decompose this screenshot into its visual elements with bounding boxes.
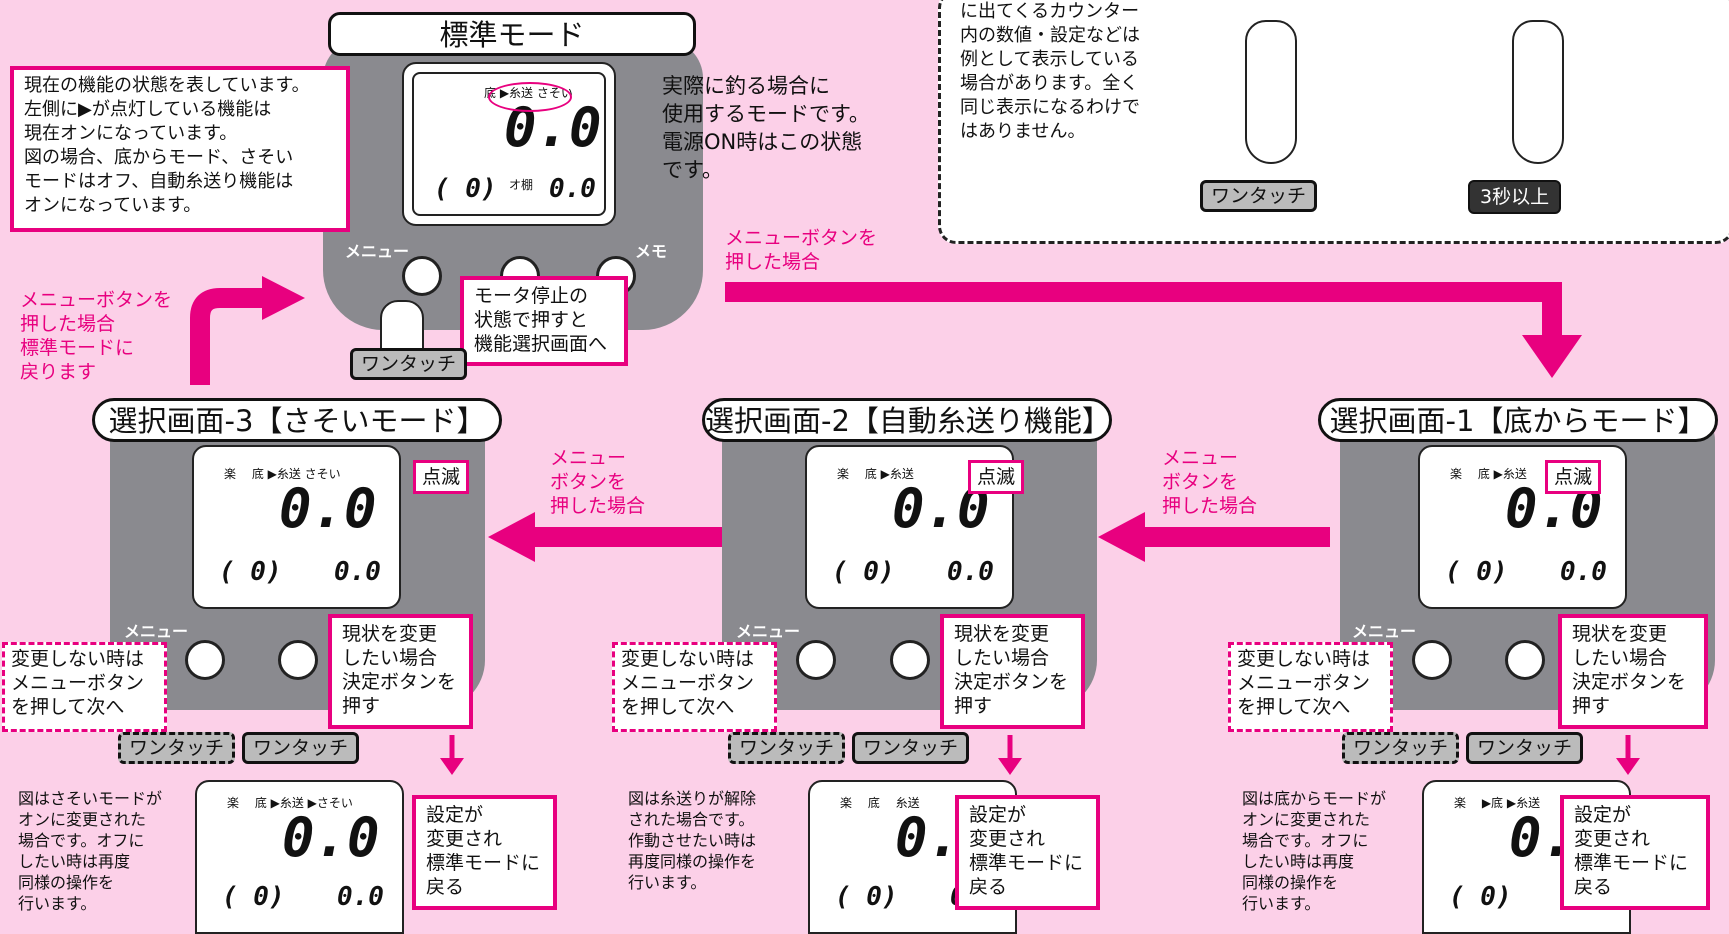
screen2-blink-label: 点滅 (968, 460, 1025, 494)
screen1-small-left: ( 0) (1445, 557, 1508, 587)
legend-hand-icon-2 (1512, 20, 1564, 164)
screen1-result-box: 設定が変更され標準モードに戻る (1560, 795, 1710, 910)
screen2-one-touch-1: ワンタッチ (728, 732, 846, 764)
screen2-result-box: 設定が変更され標準モードに戻る (955, 795, 1100, 910)
screen3-result-small-left: ( 0) (222, 882, 285, 912)
screen3-result-indicators: 楽 底 ▶糸送 ▶さそい (227, 796, 353, 810)
indicator-highlight (488, 82, 572, 112)
screen2-menu-button[interactable] (796, 640, 836, 680)
arrowhead-right (262, 276, 305, 320)
screen2-small-left: ( 0) (832, 557, 895, 587)
screen1-set-button[interactable] (1505, 640, 1545, 680)
screen3-big-digits: 0.0 (279, 477, 377, 540)
arrow-label-back: メニューボタンを押した場合標準モードに戻ります (20, 289, 173, 383)
screen3-title: 選択画面-3【さそいモード】 (92, 398, 502, 442)
screen2-menu-label: メニュー (736, 622, 801, 641)
legend-one-touch-tag: ワンタッチ (1200, 180, 1318, 212)
screen2-small-right: 0.0 (947, 557, 994, 587)
arrow-label-1to2: メニューボタンを押した場合 (1162, 447, 1258, 517)
arrow-back-to-standard (190, 288, 268, 385)
screen3-small-left: ( 0) (219, 557, 282, 587)
screen2-lcd-indicators: 楽 底 ▶糸送 (837, 467, 914, 481)
screen2-result-small-left: ( 0) (835, 882, 898, 912)
screen1-lcd-indicators: 楽 底 ▶糸送 (1450, 467, 1527, 481)
arrowhead-left-2 (488, 512, 535, 562)
lcd-small-left: ( 0) (434, 174, 497, 204)
screen3-lcd: 楽 底 ▶糸送 さそい 0.0 ( 0) 0.0 (192, 445, 401, 609)
standard-lcd: 底 ▶糸送 さそい 0.0 ( 0) オ棚 0.0 (402, 62, 616, 226)
screen2-title: 選択画面-2【自動糸送り機能】 (702, 398, 1112, 442)
screen3-result-lcd: 楽 底 ▶糸送 ▶さそい 0.0 ( 0) 0.0 (195, 780, 404, 934)
screen3-result-box: 設定が変更され標準モードに戻る (412, 795, 557, 910)
screen1-one-touch-2: ワンタッチ (1466, 732, 1584, 764)
legend-text: に出てくるカウンター内の数値・設定などは例として表示している場合があります。全く… (960, 1, 1140, 142)
lcd-small-mid: オ棚 (509, 178, 534, 192)
screen1-note: 図は底からモードがオンに変更された場合です。オフにしたい時は再度同様の操作を行い… (1242, 789, 1387, 913)
standard-one-touch-tag: ワンタッチ (350, 348, 468, 380)
screen3-blink-label: 点滅 (413, 460, 470, 494)
screen3-menu-label: メニュー (124, 622, 189, 641)
screen3-note: 図はさそいモードがオンに変更された場合です。オフにしたい時は再度同様の操作を行い… (18, 789, 163, 913)
arrow-label-to-screen1: メニューボタンを押した場合 (725, 227, 878, 273)
screen1-result-indicators: 楽 ▶底 ▶糸送 (1454, 796, 1541, 810)
arrowhead-result-2 (998, 758, 1022, 775)
arrowhead-result-3 (440, 758, 464, 775)
motor-stop-box: モータ停止の状態で押すと機能選択画面へ (460, 276, 628, 366)
arrow-label-2to3: メニューボタンを押した場合 (550, 447, 646, 517)
legend-3sec-tag: 3秒以上 (1468, 180, 1562, 214)
legend-hand-icon-1 (1245, 20, 1297, 164)
screen3-one-touch-2: ワンタッチ (242, 732, 360, 764)
screen1-one-touch-1: ワンタッチ (1342, 732, 1460, 764)
screen2-nochange-box: 変更しない時はメニューボタンを押して次へ (612, 642, 777, 732)
screen1-menu-button[interactable] (1412, 640, 1452, 680)
screen2-set-button[interactable] (890, 640, 930, 680)
standard-title: 標準モード (328, 12, 696, 56)
screen3-set-button[interactable] (278, 640, 318, 680)
screen1-blink-label: 点滅 (1545, 460, 1602, 494)
screen2-result-indicators: 楽 底 糸送 (840, 796, 920, 810)
screen3-one-touch-1: ワンタッチ (118, 732, 236, 764)
menu-button[interactable] (402, 256, 442, 296)
arrowhead-left-1 (1098, 512, 1145, 562)
screen3-menu-button[interactable] (185, 640, 225, 680)
screen1-title: 選択画面-1【底からモード】 (1318, 398, 1718, 442)
status-description-box: 現在の機能の状態を表しています。左側に▶が点灯している機能は現在オンになっていま… (10, 66, 350, 232)
screen3-change-box: 現状を変更したい場合決定ボタンを押す (328, 614, 473, 729)
arrowhead-down (1522, 335, 1582, 378)
finger-hand-icon (380, 300, 424, 354)
standard-mode-description: 実際に釣る場合に使用するモードです。電源ON時はこの状態です。 (662, 74, 870, 182)
arrowhead-result-1 (1616, 758, 1640, 775)
screen2-one-touch-2: ワンタッチ (852, 732, 970, 764)
legend-panel (938, 0, 1729, 244)
screen3-result-digits: 0.0 (282, 806, 380, 869)
screen2-change-box: 現状を変更したい場合決定ボタンを押す (940, 614, 1085, 729)
screen3-nochange-box: 変更しない時はメニューボタンを押して次へ (2, 642, 167, 732)
screen3-lcd-indicators: 楽 底 ▶糸送 さそい (224, 467, 341, 481)
arrow-standard-to-screen1 (725, 282, 1562, 340)
screen1-nochange-box: 変更しない時はメニューボタンを押して次へ (1228, 642, 1393, 732)
screen1-change-box: 現状を変更したい場合決定ボタンを押す (1558, 614, 1708, 729)
lcd-small-right: 0.0 (549, 174, 596, 204)
screen1-menu-label: メニュー (1352, 622, 1417, 641)
screen2-note: 図は糸送りが解除された場合です。作動させたい時は再度同様の操作を行います。 (628, 789, 757, 892)
menu-label: メニュー (345, 242, 410, 261)
screen3-small-right: 0.0 (334, 557, 381, 587)
memo-label: メモ (635, 242, 668, 261)
screen1-small-right: 0.0 (1560, 557, 1607, 587)
screen3-result-small-right: 0.0 (337, 882, 384, 912)
screen1-result-small-left: ( 0) (1449, 882, 1512, 912)
